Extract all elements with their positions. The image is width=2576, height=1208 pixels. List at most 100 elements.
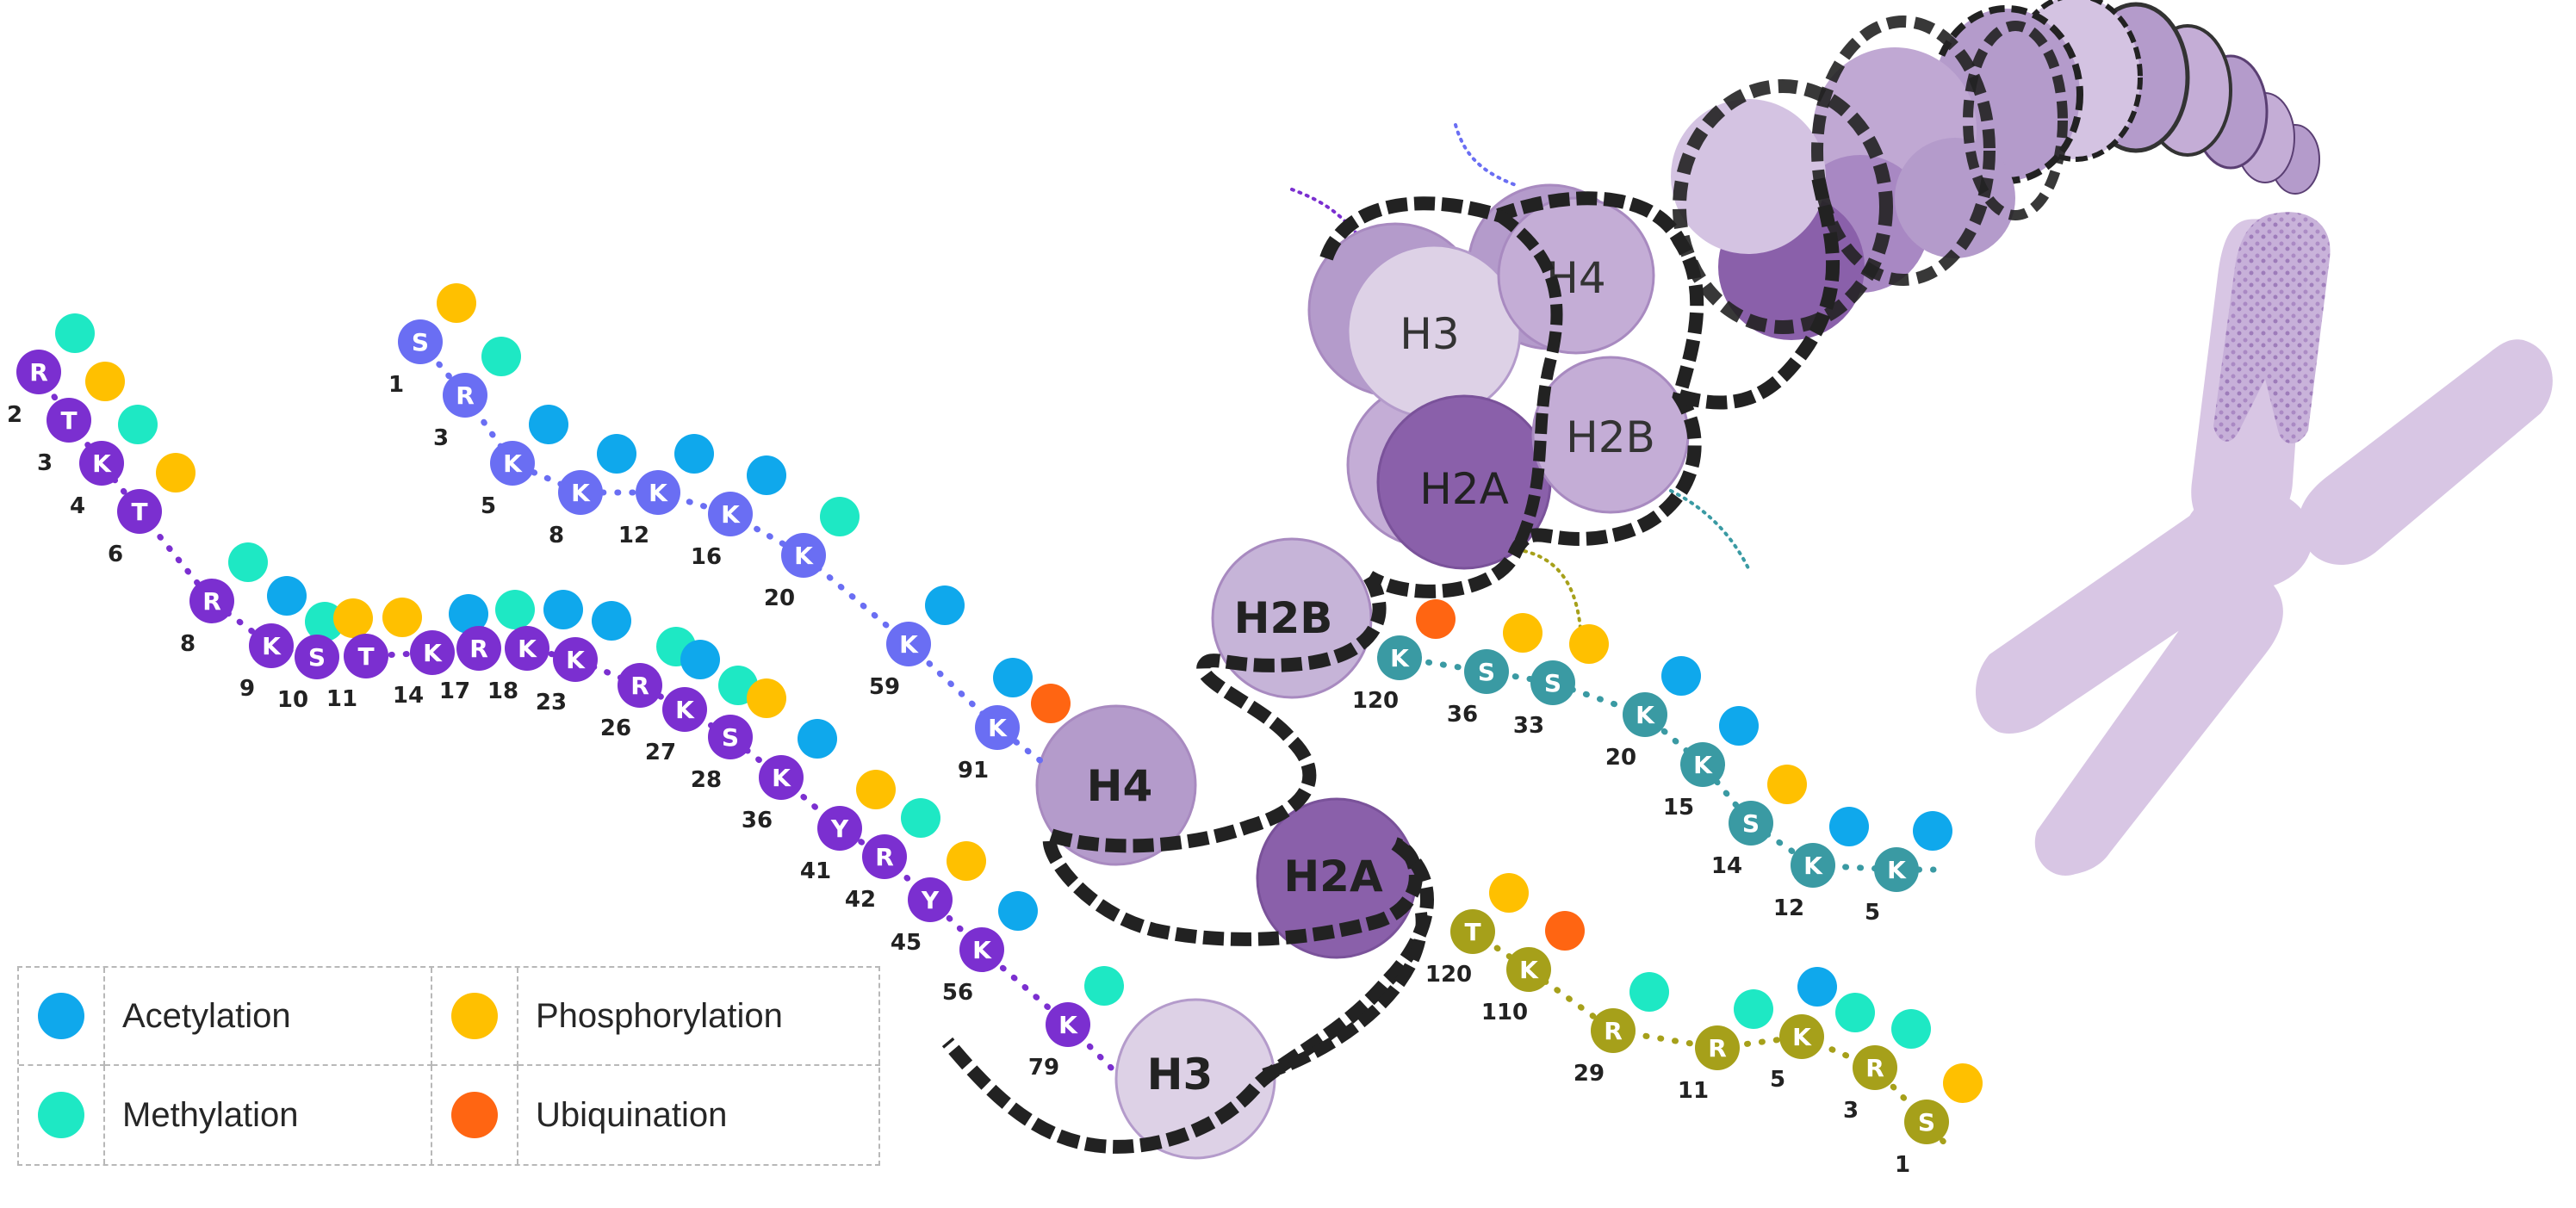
phosphorylation-mark: [1767, 765, 1807, 804]
h3-residue: [249, 623, 294, 668]
h2b-residue-letter: K: [1390, 644, 1410, 672]
ubiquitination-dot-icon: [451, 1092, 498, 1138]
acetylation-mark: [449, 594, 488, 634]
h2a-residue: [1591, 1008, 1636, 1053]
h3-residue: [759, 755, 804, 800]
h3-residue-number: 4: [70, 493, 85, 519]
h2b-residue: [1729, 801, 1773, 846]
h3-residue-number: 10: [277, 687, 308, 713]
h3-residue: [553, 637, 598, 682]
h3-residue-letter: K: [772, 764, 791, 792]
acetylation-mark: [1829, 807, 1869, 846]
nucleosome-top: H3 H4 H2A H2B: [1290, 123, 1840, 630]
h4-residue-number: 3: [433, 425, 449, 451]
h3-residue-letter: K: [566, 646, 586, 674]
h2b-residue-number: 33: [1513, 713, 1544, 739]
h2a-residue-number: 110: [1481, 1000, 1528, 1025]
fiber-nucleosome: [1895, 138, 2015, 258]
h4-residue-letter: K: [794, 542, 814, 570]
h4-residue: [398, 319, 443, 364]
acetylation-mark: [674, 434, 714, 474]
dna-wrap-top-inner: [1495, 210, 1563, 554]
h3-residue: [708, 715, 753, 759]
h3-residue-number: 9: [239, 676, 255, 702]
acetylation-mark: [267, 576, 307, 616]
histone-label-h3: H3: [1400, 309, 1459, 359]
histone-label-h2b: H2B: [1566, 412, 1655, 462]
h2a-residue-number: 1: [1895, 1152, 1910, 1178]
acetylation-mark: [1661, 656, 1701, 696]
methylation-mark: [55, 313, 95, 353]
acetylation-mark: [597, 434, 636, 474]
h3-residue-letter: R: [29, 358, 48, 387]
methylation-mark: [481, 337, 521, 376]
phosphorylation-mark: [1569, 624, 1609, 664]
methylation-mark: [1084, 966, 1124, 1006]
h2b-residue: [1680, 742, 1725, 787]
h2a-residue-letter: T: [1464, 918, 1480, 946]
h2b-residue-letter: K: [1693, 751, 1713, 779]
h4-residue-letter: K: [721, 500, 741, 529]
h3-residue-number: 17: [439, 678, 470, 704]
h3-residue-number: 42: [845, 887, 876, 913]
histone-label-h3: H3: [1147, 1050, 1214, 1100]
fiber-dna-loop: [1963, 21, 2068, 220]
methylation-mark: [228, 542, 268, 582]
h2b-residue-letter: S: [1478, 658, 1495, 686]
h3-residue-number: 18: [487, 678, 518, 704]
fiber-dna-loop: [1673, 79, 1893, 334]
h3-residue: [618, 663, 662, 708]
h3-residue-number: 6: [108, 542, 123, 567]
h4-residue-letter: R: [456, 381, 475, 410]
fiber-dna-loop: [1811, 15, 1996, 286]
h2a-residue: [1695, 1025, 1740, 1070]
ubiquitination-mark: [1031, 684, 1071, 723]
h4-tail-small: [1454, 123, 1518, 187]
h3-residue-number: 3: [37, 450, 53, 476]
h3-residue-letter: S: [308, 643, 326, 672]
phosphorylation-dot-icon: [451, 993, 498, 1039]
h3-residue-number: 11: [326, 686, 357, 712]
methylation-mark: [1734, 989, 1773, 1029]
h2a-residue-number: 5: [1770, 1067, 1785, 1093]
acetylation-mark: [1719, 706, 1759, 746]
h3-residue: [410, 630, 455, 675]
h3-residue-letter: Y: [830, 815, 849, 843]
legend-label-cell: Methylation: [105, 1066, 432, 1164]
h2a-residue-number: 120: [1425, 962, 1472, 988]
acetylation-mark: [993, 658, 1033, 697]
h2a-residue: [1450, 909, 1495, 954]
h2b-residue-letter: K: [1887, 856, 1907, 884]
h2b-residue-number: 14: [1711, 853, 1742, 879]
h3-residue: [456, 626, 501, 671]
h3-residue: [16, 350, 61, 394]
h4-residue: [636, 470, 680, 515]
h4-residue-number: 59: [869, 674, 900, 700]
h2b-residue-number: 5: [1865, 900, 1880, 926]
methylation-mark: [820, 497, 860, 536]
h4-residue-number: 8: [549, 523, 564, 548]
legend-swatch-phosphorylation: [432, 968, 518, 1066]
phosphorylation-mark: [1489, 873, 1529, 913]
h4-residue-letter: S: [412, 328, 429, 356]
histone-label-h2a: H2A: [1419, 464, 1509, 514]
h4-residue-number: 16: [691, 544, 722, 570]
acetylation-mark: [680, 640, 720, 679]
acetylation-mark: [925, 585, 965, 625]
h2b-tail-small: [1669, 489, 1750, 570]
methylation-mark: [901, 798, 940, 838]
chromosome-arm-upper-right: [2299, 339, 2553, 566]
h4-residue: [443, 373, 487, 418]
dna-wrap-front: [1042, 573, 1423, 946]
h3-residue: [344, 634, 388, 678]
dna-wrap-front-lower2: [1255, 912, 1428, 1082]
histone-h2b-front: [1211, 537, 1373, 699]
dna-wrap-front-lower: [941, 838, 1434, 1154]
phosphorylation-mark: [333, 598, 373, 638]
acetylation-mark: [543, 590, 583, 629]
h3-residue-number: 26: [600, 716, 631, 741]
h2a-tail-small: [1523, 549, 1582, 630]
h4-tail-backbone: [417, 338, 1046, 765]
